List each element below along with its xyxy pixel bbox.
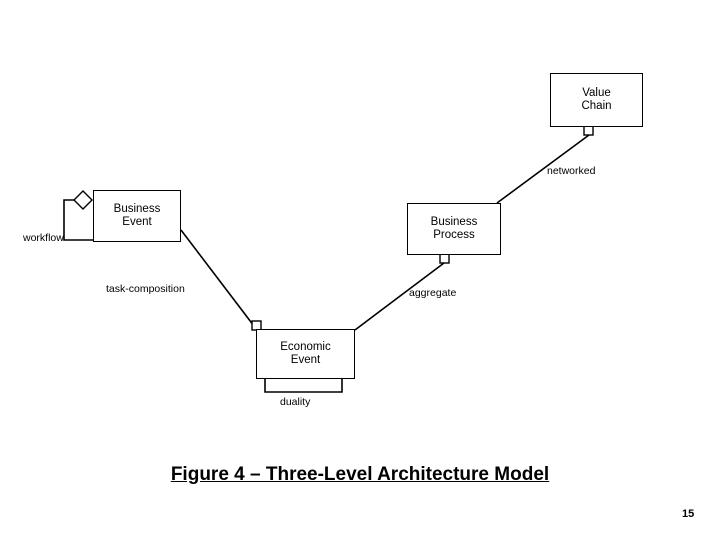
edge-duality-line [264,379,343,393]
edge-label-workflow: workflow [23,232,64,244]
edge-networked-line [496,134,590,204]
edge-task-composition-line [180,229,258,331]
edge-networked-square-end [583,125,594,136]
node-economic-event[interactable]: Economic Event [256,329,355,379]
edge-label-task-composition: task-composition [106,283,185,295]
edge-workflow-diamond [73,190,93,210]
edge-workflow-line [63,199,93,241]
page-number: 15 [682,508,695,520]
node-business-process-label: Business Process [430,215,478,242]
figure-caption-text: Figure 4 – Three-Level Architecture Mode… [170,464,550,485]
node-value-chain[interactable]: Value Chain [550,73,643,127]
node-economic-event-label: Economic Event [280,340,331,367]
edge-aggregate-square-end [439,253,450,264]
node-value-chain-label: Value Chain [581,86,612,113]
edge-label-aggregate: aggregate [409,287,457,299]
figure-caption: Figure 4 – Three-Level Architecture Mode… [0,464,720,486]
edge-label-duality: duality [280,396,311,408]
node-business-event[interactable]: Business Event [93,190,181,242]
edge-label-networked: networked [547,165,596,177]
edge-aggregate-line [354,262,445,331]
node-business-event-label: Business Event [113,202,161,229]
node-business-process[interactable]: Business Process [407,203,501,255]
